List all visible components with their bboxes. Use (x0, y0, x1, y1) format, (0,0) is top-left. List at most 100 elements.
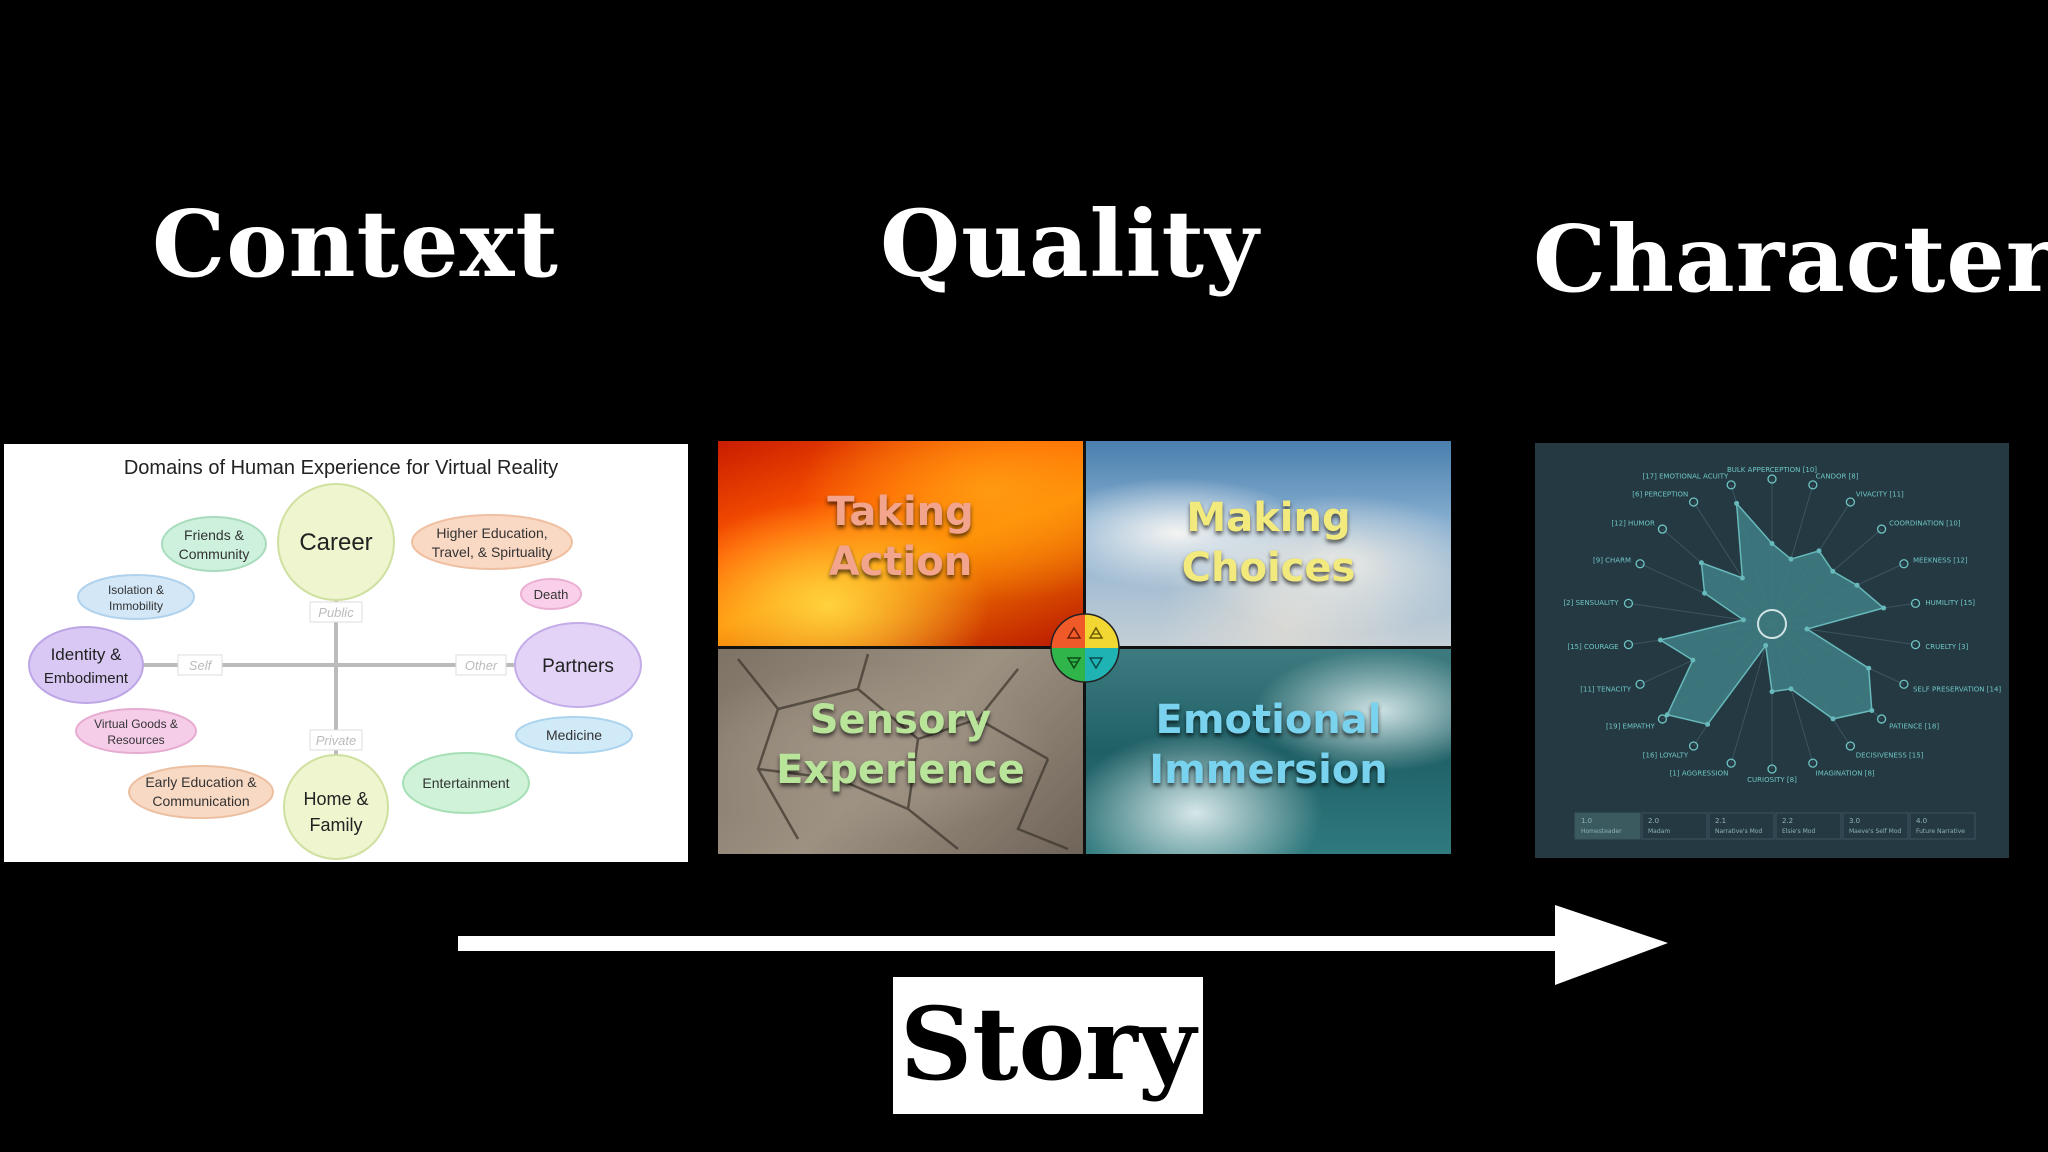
radar-point (1734, 500, 1740, 506)
making-choices-line2: Choices (1181, 545, 1356, 591)
radar-axis-handle[interactable] (1657, 714, 1668, 724)
radar-axis-handle[interactable] (1808, 758, 1818, 768)
profile-tab-name: Narrative's Mod (1715, 828, 1762, 835)
radar-point (1830, 568, 1836, 574)
profile-tab-number: 2.0 (1648, 817, 1659, 825)
radar-axis-handle[interactable] (1845, 497, 1856, 507)
node-medicine: Medicine (515, 716, 633, 754)
radar-axis-handle[interactable] (1845, 741, 1856, 751)
radar-point (1881, 605, 1887, 611)
public-label: Public (318, 605, 354, 620)
radar-axis-handle[interactable] (1657, 524, 1668, 534)
radar-point (1769, 689, 1775, 695)
making-choices-line1: Making (1186, 495, 1351, 541)
radar-axis-handle[interactable] (1876, 524, 1887, 534)
node-death-label: Death (534, 587, 569, 602)
node-partners: Partners (514, 622, 642, 708)
node-entertainment: Entertainment (402, 752, 530, 814)
self-label: Self (189, 658, 213, 673)
radar-axis-handle[interactable] (1635, 559, 1645, 569)
radar-point (1664, 712, 1670, 718)
node-identity-line2: Embodiment (44, 670, 129, 687)
sensory-experience-label: Sensory Experience (718, 695, 1083, 795)
node-isolation: Isolation & Immobility (77, 574, 195, 620)
self-label-box (177, 654, 223, 676)
radar-point (1854, 582, 1860, 588)
radar-axis-label: [6] PERCEPTION (1632, 491, 1688, 499)
radar-axis-handle[interactable] (1726, 758, 1736, 768)
radar-axis-label: [16] LOYALTY (1643, 751, 1689, 759)
private-label: Private (316, 733, 356, 748)
story-label: Story (900, 985, 1196, 1103)
radar-point (1769, 541, 1775, 546)
node-identity-line1: Identity & (51, 645, 123, 664)
radar-axis-handle[interactable] (1688, 497, 1699, 507)
radar-axis-handle[interactable] (1623, 639, 1634, 650)
radar-axis-handle[interactable] (1635, 679, 1645, 689)
radar-point (1739, 575, 1745, 581)
radar-axis-label: IMAGINATION [8] (1816, 770, 1875, 778)
profile-tab-name: Future Narrative (1916, 828, 1965, 835)
radar-point (1705, 721, 1711, 727)
radar-axis-label: [12] HUMOR (1611, 519, 1655, 527)
radar-axis-handle[interactable] (1623, 598, 1634, 609)
node-friends-line2: Community (179, 546, 250, 562)
radar-axis-label: CANDOR [8] (1816, 472, 1859, 480)
profile-tab-number: 2.1 (1715, 817, 1726, 825)
node-entertainment-label: Entertainment (422, 775, 509, 791)
radar-axis-label: [15] COURAGE (1567, 643, 1618, 651)
radar-axis-handle[interactable] (1808, 480, 1818, 490)
radar-axis-handle[interactable] (1910, 639, 1921, 650)
public-label-box (309, 601, 363, 623)
radar-axis-label: COORDINATION [10] (1889, 519, 1961, 527)
radar-axis-label: HUMILITY [15] (1925, 599, 1975, 607)
node-medicine-label: Medicine (546, 727, 602, 743)
radar-axis-label: [9] CHARM (1593, 557, 1631, 565)
profile-tab-number: 2.2 (1782, 817, 1793, 825)
radar-point (1698, 560, 1704, 566)
node-higher-ed-line1: Higher Education, (436, 525, 547, 541)
radar-axis-label: MEEKNESS [12] (1913, 557, 1968, 565)
quality-quadrants: Taking Action Making Choices Sensory Exp… (718, 441, 1452, 854)
profile-tab-name: Maeve's Self Mod (1849, 828, 1902, 835)
profile-tab-name: Elsie's Mod (1782, 828, 1815, 835)
diagram-title: Domains of Human Experience for Virtual … (124, 457, 558, 479)
cracked-earth-texture (737, 653, 1069, 851)
radar-axis-handle[interactable] (1899, 559, 1909, 569)
node-higher-education: Higher Education, Travel, & Spirtuality (411, 514, 573, 570)
radar-axis-handle[interactable] (1726, 480, 1736, 490)
node-virtual-goods-line2: Resources (107, 733, 164, 747)
node-home-line2: Family (310, 815, 363, 835)
radar-center-hub (1757, 609, 1787, 639)
radar-axis-handle[interactable] (1899, 679, 1909, 689)
radar-axis-label: CRUELTY [3] (1925, 643, 1968, 651)
node-isolation-line1: Isolation & (108, 583, 164, 597)
node-isolation-line2: Immobility (109, 599, 163, 613)
quadrant-making-choices: Making Choices (1086, 441, 1451, 646)
radar-axis-handle[interactable] (1910, 598, 1921, 609)
sensory-line1: Sensory (809, 697, 992, 743)
node-early-ed-line2: Communication (152, 793, 249, 809)
other-label: Other (465, 658, 498, 673)
radar-axis-handle[interactable] (1688, 741, 1699, 751)
taking-action-line1: Taking (827, 489, 974, 535)
radar-axis-handle[interactable] (1876, 714, 1887, 724)
radar-axis-label: [19] EMPATHY (1606, 723, 1656, 731)
radar-axis-label: BULK APPERCEPTION [10] (1727, 466, 1817, 474)
node-early-ed-line1: Early Education & (145, 774, 257, 790)
story-label-box: Story (893, 977, 1203, 1114)
radar-axis-handle[interactable] (1767, 474, 1777, 484)
radar-point (1830, 716, 1836, 722)
emotional-immersion-label: Emotional Immersion (1086, 695, 1451, 795)
radar-axis-handle[interactable] (1767, 764, 1777, 774)
radar-point (1763, 643, 1769, 648)
node-partners-label: Partners (542, 656, 614, 677)
other-label-box (455, 654, 507, 676)
radar-axis-label: [2] SENSUALITY (1563, 599, 1619, 607)
